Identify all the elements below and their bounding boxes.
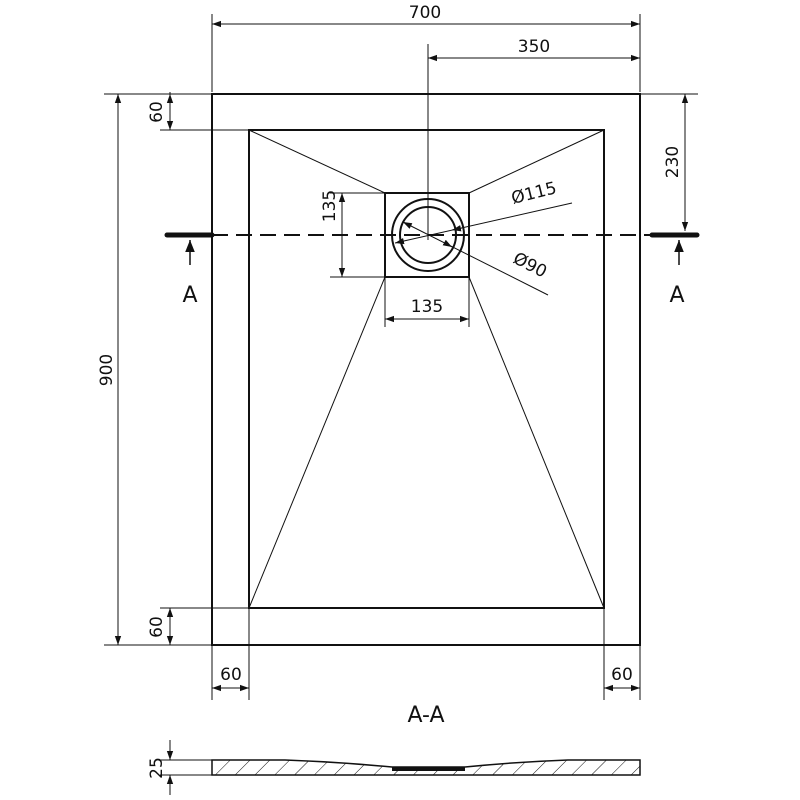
height-total-label: 900 <box>97 354 117 386</box>
diameter-leader-90-tip <box>442 239 453 248</box>
dimensions: 700 350 900 60 60 230 135 135 <box>97 3 698 700</box>
diameter-leader-115 <box>394 202 573 245</box>
drain: Ø115 Ø90 <box>384 178 573 296</box>
half-width-label: 350 <box>518 37 550 57</box>
diameter-leader-115-tip <box>451 225 463 232</box>
right-margin-label: 60 <box>611 665 633 685</box>
bottom-margin-label: 60 <box>147 616 167 638</box>
tray-plan-view <box>211 93 641 646</box>
top-margin-label: 60 <box>147 101 167 123</box>
slope-line <box>468 129 605 194</box>
tray-inner-edge <box>248 129 605 609</box>
drain-width-label: 135 <box>411 297 443 317</box>
section-drain-slot <box>392 767 465 771</box>
drain-offset-label: 230 <box>663 146 683 178</box>
cross-section: 25 <box>147 740 641 795</box>
section-line: A A <box>164 232 700 308</box>
section-title: A-A <box>407 703 444 728</box>
drain-height-label: 135 <box>320 190 340 222</box>
section-label-left: A <box>182 283 197 308</box>
slope-line <box>248 129 386 194</box>
slope-line <box>468 276 605 609</box>
left-margin-label: 60 <box>220 665 242 685</box>
width-total-label: 700 <box>409 3 441 23</box>
section-label-right: A <box>669 283 684 308</box>
slope-line <box>248 276 386 609</box>
thickness-label: 25 <box>147 757 167 779</box>
tray-outer-edge <box>211 93 641 646</box>
inner-diameter-label: Ø90 <box>510 249 550 283</box>
diameter-leader-90 <box>402 221 549 296</box>
outer-diameter-label: Ø115 <box>509 178 558 208</box>
